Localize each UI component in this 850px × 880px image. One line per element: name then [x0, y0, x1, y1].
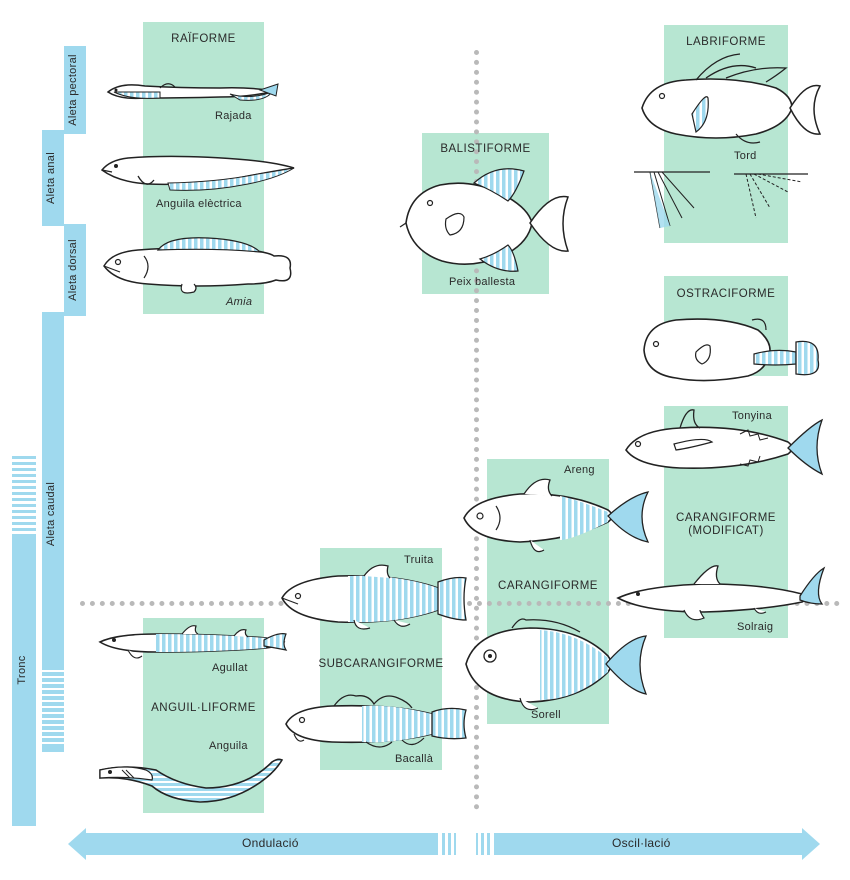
group-label-balistiforme: BALISTIFORME [440, 143, 531, 155]
axis-arrow [68, 828, 820, 860]
species-label-tonyina: Tonyina [732, 410, 773, 422]
amia-fish-icon [103, 237, 292, 294]
solraig-fish-icon [616, 565, 826, 621]
tonyina-fish-icon [625, 409, 824, 476]
species-label-areng: Areng [564, 464, 595, 476]
bar-tronc-inner-stripes [42, 670, 64, 744]
group-label-raiforme: RAÏFORME [171, 33, 236, 45]
label-aleta-caudal: Aleta caudal [45, 481, 57, 547]
species-label-anguila: Anguila [209, 740, 248, 752]
species-label-solraig: Solraig [737, 621, 774, 633]
species-label-agullat: Agullat [212, 662, 248, 674]
label-aleta-pectoral: Aleta pectoral [67, 54, 79, 126]
axis-label-ondulacio: Ondulació [242, 836, 299, 850]
species-label-amia: Amia [226, 296, 253, 308]
tord-fish-icon [641, 53, 822, 144]
label-tronc: Tronc [16, 655, 28, 685]
areng-fish-icon [463, 478, 650, 553]
ostraciforme-fish-icon [643, 318, 820, 382]
group-label-carangiforme-modificat-1: CARANGIFORME [676, 512, 776, 524]
anguila-electrica-fish-icon [100, 155, 295, 191]
species-label-tord: Tord [734, 150, 757, 162]
group-label-carangiforme: CARANGIFORME [498, 580, 598, 592]
bar-aleta-dorsal [64, 224, 86, 316]
bar-aleta-pectoral [64, 46, 86, 134]
sorell-fish-icon [465, 618, 648, 711]
axis-label-oscillacio: Oscil·lació [612, 836, 671, 850]
label-aleta-dorsal: Aleta dorsal [67, 239, 79, 301]
peix-ballesta-fish-icon [399, 168, 570, 272]
agullat-fish-icon [98, 625, 288, 659]
label-aleta-anal: Aleta anal [45, 152, 57, 204]
anguila-fish-icon [99, 758, 284, 803]
species-label-truita: Truita [404, 554, 434, 566]
bacalla-fish-icon [285, 694, 467, 748]
truita-fish-icon [281, 564, 467, 630]
group-label-subcarangiforme: SUBCARANGIFORME [318, 658, 444, 670]
species-label-anguila-electrica: Anguila elèctrica [156, 198, 242, 210]
species-label-bacalla: Bacallà [395, 753, 434, 765]
species-label-sorell: Sorell [531, 709, 561, 721]
bar-aleta-anal [42, 130, 64, 226]
group-label-anguiliforme: ANGUIL·LIFORME [151, 702, 256, 714]
group-label-labriforme: LABRIFORME [686, 36, 766, 48]
tord-fin-stroke-icon [634, 171, 808, 229]
bar-aleta-caudal [42, 312, 64, 752]
species-label-peix-ballesta: Peix ballesta [449, 276, 516, 288]
group-label-carangiforme-modificat-2: (MODIFICAT) [688, 525, 764, 537]
divider-vertical [474, 50, 479, 810]
group-label-ostraciforme: OSTRACIFORME [676, 288, 776, 300]
species-label-rajada: Rajada [215, 110, 252, 122]
bar-tronc [12, 456, 36, 826]
rajada-fish-icon [106, 83, 279, 101]
